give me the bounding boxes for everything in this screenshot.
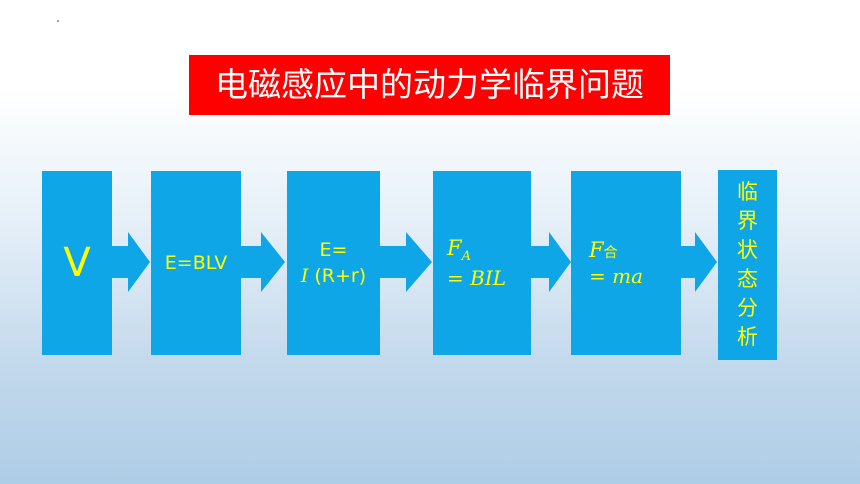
ampere-force-formula: = BIL — [447, 266, 506, 291]
vertical-char: 界 — [737, 209, 758, 233]
vertical-char: 状 — [737, 238, 758, 262]
force-subscript: A — [461, 249, 471, 265]
vertical-char: 析 — [737, 325, 758, 349]
box-net-force: F合 = ma — [571, 171, 681, 355]
box-emf: E=BLV — [151, 171, 241, 355]
vertical-char: 分 — [737, 296, 758, 320]
dot-mark — [57, 20, 59, 22]
resistance-text: (R+r) — [308, 265, 367, 287]
force-letter: F — [447, 235, 462, 260]
arrow-right-icon — [531, 232, 571, 292]
box-current-line1: E= — [319, 239, 348, 261]
box-emf-label: E=BLV — [164, 252, 228, 274]
arrow-right-icon — [112, 232, 150, 292]
arrow-right-icon — [241, 232, 285, 292]
box-v-label: V — [63, 240, 91, 286]
arrow-right-icon — [681, 232, 717, 292]
box-current-line2: I (R+r) — [301, 265, 366, 287]
box-critical-analysis: 临 界 状 态 分 析 — [718, 170, 777, 360]
force-letter: F — [589, 238, 604, 262]
force-subscript: 合 — [603, 245, 618, 261]
box-v: V — [42, 171, 112, 355]
box-current: E= I (R+r) — [287, 171, 380, 355]
vertical-char: 态 — [737, 267, 758, 291]
vertical-char: 临 — [737, 180, 758, 204]
net-force-symbol: F合 — [589, 238, 618, 262]
current-symbol: I — [300, 265, 309, 287]
box-ampere-force: FA = BIL — [433, 171, 531, 355]
arrow-right-icon — [380, 232, 432, 292]
page-title: 电磁感应中的动力学临界问题 — [189, 55, 670, 115]
ampere-force-symbol: FA — [447, 236, 471, 264]
net-force-formula: = ma — [589, 264, 644, 288]
